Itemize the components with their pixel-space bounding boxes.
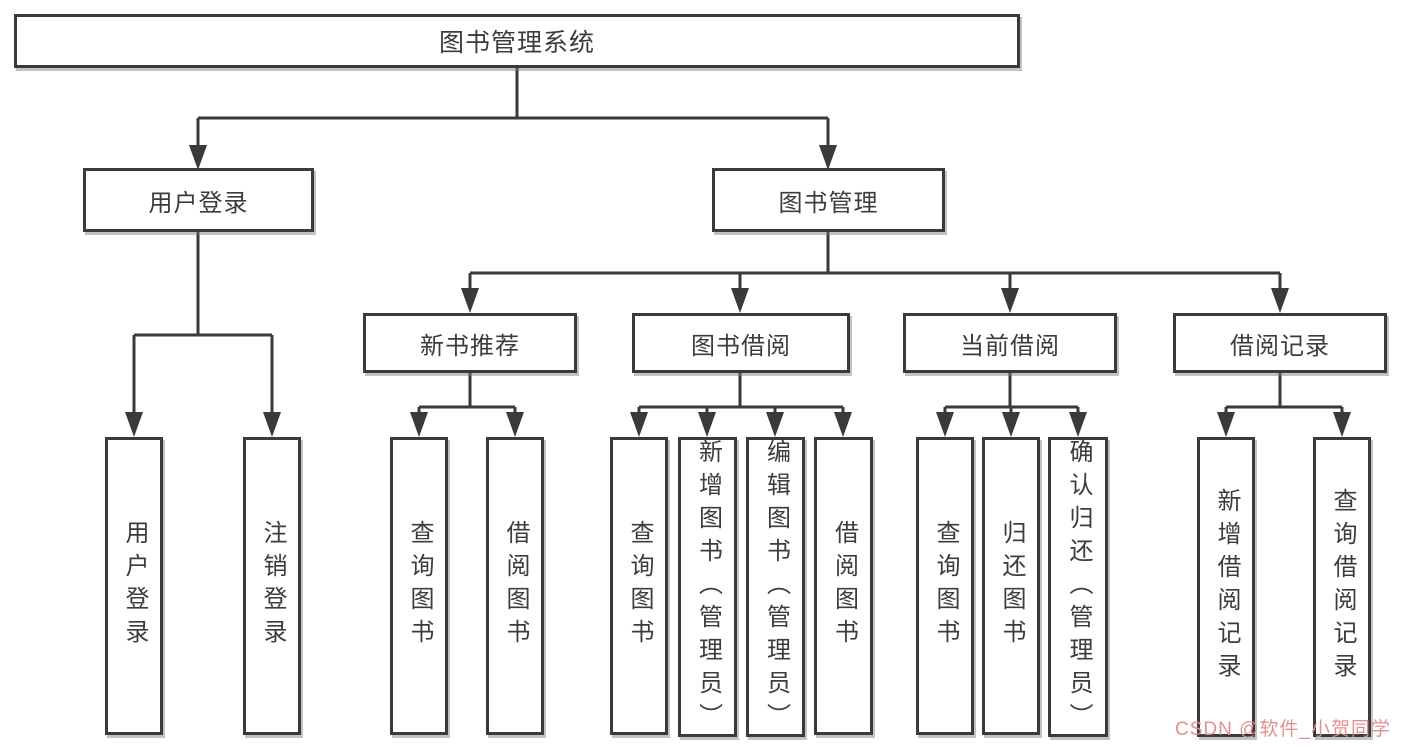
leaf-return-books: 归还图书 (982, 437, 1040, 735)
leaf-label: 借阅图书 (502, 520, 529, 652)
leaf-query-borrow-record: 查询借阅记录 (1313, 437, 1371, 737)
leaf-user-login: 用户登录 (105, 437, 163, 735)
node-book-management-branch: 图书管理 (712, 168, 945, 232)
leaf-label: 注销登录 (259, 520, 286, 652)
node-borrow-records: 借阅记录 (1173, 313, 1387, 373)
leaf-confirm-return-admin: 确认归还（管理员） (1048, 437, 1108, 737)
node-user-login-branch: 用户登录 (83, 168, 314, 232)
node-label: 新书推荐 (420, 332, 520, 360)
leaf-borrow-books: 借阅图书 (814, 437, 873, 735)
node-label: 借阅记录 (1230, 332, 1330, 360)
leaf-add-borrow-record: 新增借阅记录 (1197, 437, 1255, 737)
leaf-borrow-books-recommend: 借阅图书 (486, 437, 544, 735)
node-root: 图书管理系统 (14, 14, 1020, 68)
leaf-label: 用户登录 (121, 520, 148, 652)
leaf-label: 新增图书（管理员） (694, 438, 722, 736)
leaf-query-books-recommend: 查询图书 (390, 437, 448, 735)
leaf-edit-books-admin: 编辑图书（管理员） (746, 437, 805, 737)
leaf-label: 借阅图书 (830, 520, 858, 652)
node-label: 当前借阅 (960, 332, 1060, 360)
leaf-label: 确认归还（管理员） (1065, 438, 1092, 736)
node-root-label: 图书管理系统 (438, 29, 595, 57)
leaf-label: 归还图书 (998, 520, 1025, 652)
leaf-label: 查询图书 (626, 520, 653, 652)
leaf-label: 查询图书 (406, 520, 433, 652)
leaf-label: 查询借阅记录 (1329, 488, 1356, 686)
node-label: 图书借阅 (691, 332, 791, 360)
node-label: 图书管理 (778, 189, 879, 217)
leaf-query-books-borrow: 查询图书 (610, 437, 668, 735)
leaf-label: 编辑图书（管理员） (762, 438, 790, 736)
node-current-borrow: 当前借阅 (903, 313, 1117, 373)
node-label: 用户登录 (148, 189, 249, 217)
watermark: CSDN @软件_小贺同学 (1175, 719, 1391, 740)
leaf-logout: 注销登录 (243, 437, 301, 735)
node-book-borrow: 图书借阅 (632, 313, 850, 373)
leaf-add-books-admin: 新增图书（管理员） (678, 437, 737, 737)
leaf-label: 新增借阅记录 (1213, 488, 1240, 686)
node-new-book-recommend: 新书推荐 (363, 313, 577, 373)
leaf-query-books-current: 查询图书 (916, 437, 974, 735)
leaf-label: 查询图书 (932, 520, 959, 652)
